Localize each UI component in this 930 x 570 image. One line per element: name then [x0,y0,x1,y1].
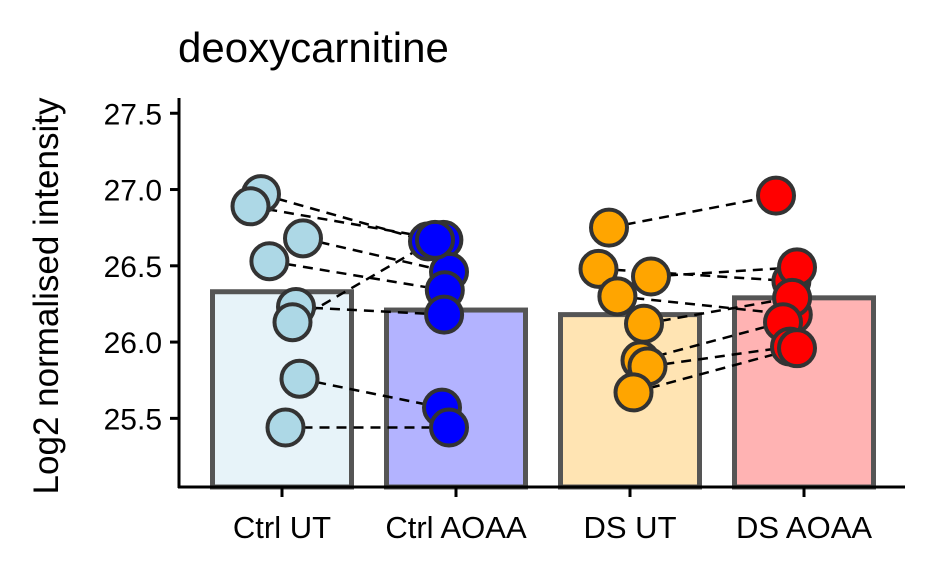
y-tick-label-2: 26.5 [104,251,162,284]
pair-lines-layer [250,192,798,429]
point-2-3 [597,276,638,317]
point-0-3 [249,241,290,282]
point-3-0 [756,175,796,216]
pair-line-14 [647,345,791,368]
point-0-2 [283,218,323,259]
point-0-1 [230,186,271,227]
x-tick-label-1: Ctrl AOAA [385,510,527,545]
x-tick-label-0: Ctrl UT [233,510,331,545]
y-tick-label-1: 26.0 [104,327,162,360]
y-tick-label-0: 25.5 [104,403,162,436]
pair-line-5 [291,238,436,324]
point-1-4 [424,294,465,335]
y-axis-label: Log2 normalised intensity [27,97,66,494]
point-2-4 [624,303,664,344]
point-2-2 [631,256,671,297]
pair-line-9 [598,267,792,283]
pair-line-0 [260,192,429,243]
y-tick-label-3: 27.0 [104,175,162,208]
point-2-1 [578,248,619,289]
pair-line-2 [302,237,450,274]
pair-line-13 [640,321,784,362]
points-layer [230,174,817,448]
point-0-6 [279,358,320,399]
pair-line-12 [643,296,793,326]
x-tick-label-2: DS UT [584,510,677,545]
point-2-0 [589,207,629,248]
chart-title: deoxycarnitine [178,24,449,71]
pair-line-6 [299,377,443,409]
pair-line-10 [650,266,798,278]
point-1-5 [415,219,455,260]
point-0-5 [272,302,313,343]
pair-line-8 [608,194,777,229]
point-2-7 [613,372,654,413]
point-0-7 [265,407,306,448]
pair-line-11 [617,295,793,316]
pair-line-15 [633,346,798,394]
x-tick-label-3: DS AOAA [736,510,872,545]
pair-line-4 [295,305,445,316]
y-tick-label-4: 27.5 [104,98,162,131]
point-3-7 [777,328,817,369]
point-1-7 [429,407,469,448]
pair-line-3 [269,259,446,292]
